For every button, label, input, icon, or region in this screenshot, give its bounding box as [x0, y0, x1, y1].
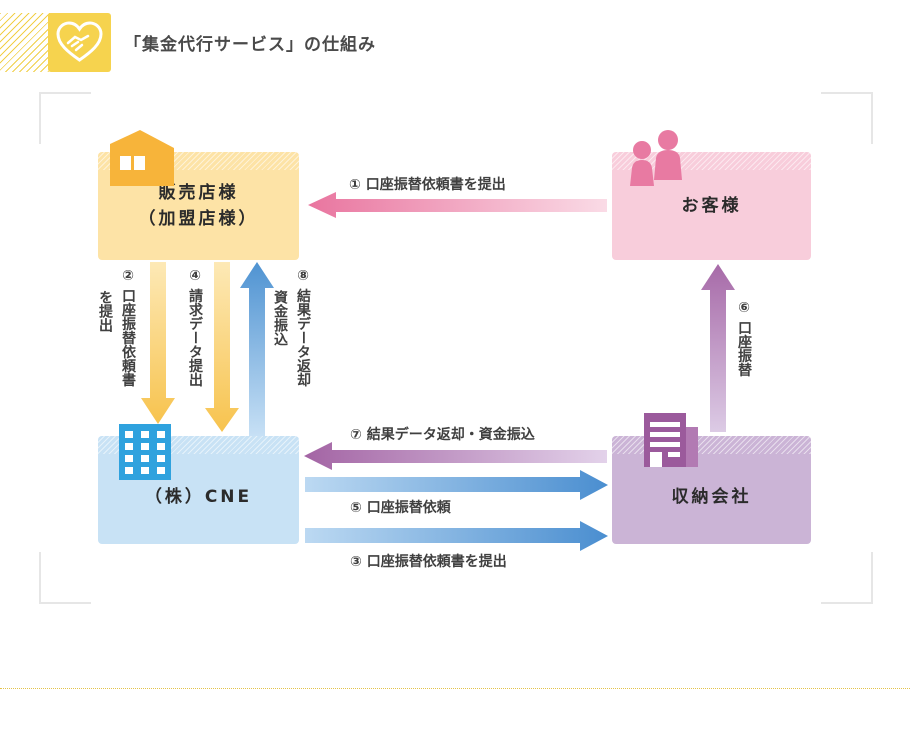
arrow-2-shop-to-cne [141, 262, 175, 424]
flow-label-3: ③ 口座振替依頼書を提出 [350, 554, 507, 570]
flow-label-8-line2: 資金振込 [272, 290, 288, 346]
node-collector-label: 収納会社 [671, 486, 752, 507]
section-divider [0, 688, 910, 689]
flow-label-2-line2: を提出 [97, 290, 113, 332]
flow-label-1: ① 口座振替依頼書を提出 [349, 177, 506, 193]
arrow-8-cne-to-shop [240, 262, 274, 436]
node-shop-label-line1: 販売店様 [158, 182, 239, 203]
flow-label-4: ④ 請求データ提出 [187, 268, 203, 387]
frame-corner-top-right [821, 92, 873, 144]
flow-label-5: ⑤ 口座振替依頼 [350, 500, 451, 516]
flow-label-8-line1: ⑧ 結果データ返却 [295, 268, 311, 387]
people-icon [626, 128, 686, 190]
flow-label-6: ⑥ 口座振替 [736, 300, 752, 377]
node-collector: 収納会社 [612, 436, 811, 544]
arrow-1-customer-to-shop [308, 192, 607, 218]
node-shop-label-line2: （加盟店様） [138, 209, 259, 229]
arrow-5-cne-to-collector [305, 470, 608, 500]
node-cne-label: （株）CNE [144, 486, 253, 507]
arrow-3-cne-to-collector [305, 521, 608, 551]
flow-label-7: ⑦ 結果データ返却・資金振込 [350, 427, 535, 443]
office-building-icon [119, 424, 171, 484]
shop-icon [110, 130, 174, 190]
frame-corner-bottom-right [821, 552, 873, 604]
company-building-icon [644, 413, 698, 471]
handshake-heart-icon [48, 13, 111, 72]
arrow-6-collector-to-customer [701, 264, 735, 432]
flow-label-2-line1: ② 口座振替依頼書 [120, 268, 136, 387]
frame-corner-top-left [39, 92, 91, 144]
page-title: 「集金代行サービス」の仕組み [124, 35, 376, 55]
node-customer-label: お客様 [681, 195, 742, 216]
frame-corner-bottom-left [39, 552, 91, 604]
arrow-4-shop-to-cne [205, 262, 239, 432]
arrow-7-collector-to-cne [304, 442, 607, 470]
